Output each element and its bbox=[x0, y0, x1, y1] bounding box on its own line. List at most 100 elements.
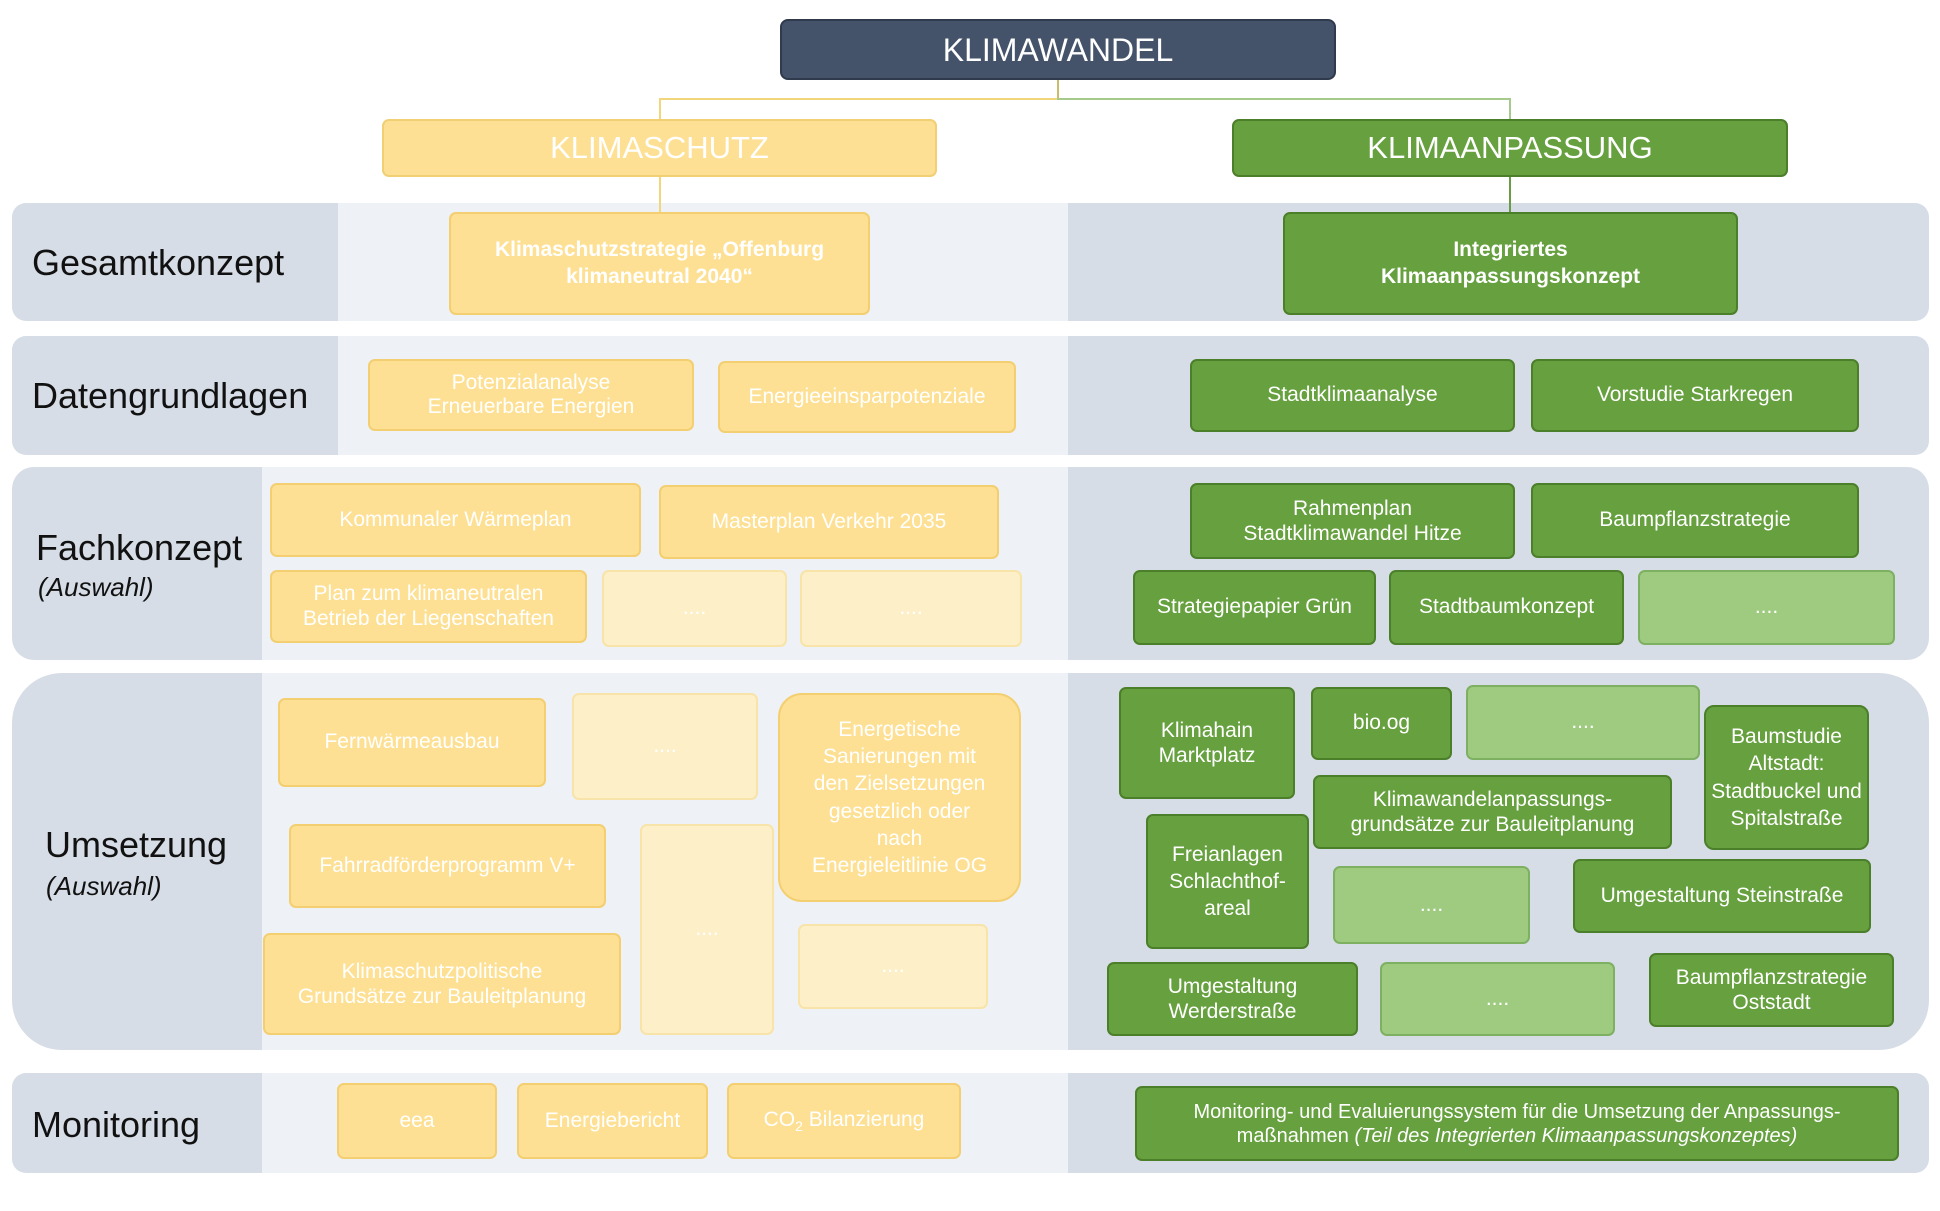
box-text: Altstadt: bbox=[1748, 752, 1825, 776]
connector-top-stem bbox=[1057, 80, 1059, 99]
header-klimaschutz: KLIMASCHUTZ bbox=[382, 119, 937, 177]
box-text: .... bbox=[1419, 892, 1444, 916]
box-text: Fahrradförderprogramm V+ bbox=[319, 853, 576, 877]
box-text: Baumstudie bbox=[1731, 724, 1842, 748]
box-text: Energetische bbox=[838, 717, 961, 741]
box-energieeinsparpotenziale: Energieeinsparpotenziale bbox=[718, 361, 1016, 433]
box-fernwaermeausbau: Fernwärmeausbau bbox=[278, 698, 546, 787]
header-klimaschutz-label: KLIMASCHUTZ bbox=[550, 129, 769, 165]
box-placeholder: .... bbox=[798, 924, 988, 1009]
box-text: Werderstraße bbox=[1168, 1000, 1297, 1023]
box-text: CO2 Bilanzierung bbox=[764, 1107, 925, 1136]
box-text: Stadtklimawandel Hitze bbox=[1243, 522, 1462, 545]
box-text: 2 bbox=[795, 1117, 803, 1134]
box-co2-bilanzierung: CO2 Bilanzierung bbox=[727, 1083, 961, 1159]
box-placeholder: .... bbox=[1380, 962, 1615, 1036]
box-text: nach bbox=[876, 826, 923, 850]
box-text: Sanierungen mit bbox=[823, 744, 976, 768]
box-text: maßnahmen bbox=[1236, 1124, 1355, 1147]
box-text: Klimaschutzpolitische bbox=[341, 959, 543, 983]
box-text: areal bbox=[1204, 897, 1251, 921]
box-text: Baumpflanzstrategie bbox=[1675, 965, 1868, 989]
box-text: Umgestaltung bbox=[1167, 974, 1298, 998]
box-text: Strategiepapier Grün bbox=[1157, 595, 1352, 619]
box-text: Klimawandelanpassungs- bbox=[1372, 787, 1613, 811]
box-text: .... bbox=[1571, 710, 1595, 734]
box-text: den Zielsetzungen bbox=[813, 772, 986, 796]
box-text: Klimaanpassungskonzept bbox=[1380, 264, 1641, 288]
box-text: Stadtklimaanalyse bbox=[1267, 383, 1438, 407]
box-text: Grundsätze zur Bauleitplanung bbox=[297, 985, 587, 1008]
connector-left-drop bbox=[659, 98, 661, 119]
box-placeholder: .... bbox=[1638, 570, 1895, 645]
box-umgestaltung-steinstrasse: Umgestaltung Steinstraße bbox=[1573, 859, 1871, 933]
header-klimaanpassung-label: KLIMAANPASSUNG bbox=[1367, 129, 1653, 165]
box-eea: eea bbox=[337, 1083, 497, 1159]
box-text: Plan zum klimaneutralen bbox=[313, 582, 544, 606]
box-bio-og: bio.og bbox=[1311, 687, 1452, 760]
box-strategiepapier-gruen: Strategiepapier Grün bbox=[1133, 570, 1376, 645]
box-text: Energiebericht bbox=[544, 1108, 681, 1132]
box-energiebericht: Energiebericht bbox=[517, 1083, 708, 1159]
box-text: .... bbox=[653, 734, 677, 758]
box-text: Integriertes bbox=[1453, 238, 1568, 262]
box-text: Betrieb der Liegenschaften bbox=[302, 606, 554, 630]
box-text: bio.og bbox=[1352, 711, 1411, 735]
row-label-gesamtkonzept: Gesamtkonzept bbox=[32, 242, 285, 283]
box-text: .... bbox=[695, 917, 719, 941]
box-text: gesetzlich oder bbox=[828, 799, 971, 823]
connector-right-drop bbox=[1509, 98, 1511, 119]
box-text: Bilanzierung bbox=[802, 1107, 925, 1131]
box-text: Marktplatz bbox=[1158, 744, 1256, 767]
box-kommunaler-waermeplan: Kommunaler Wärmeplan bbox=[270, 483, 641, 557]
box-text: Umgestaltung Steinstraße bbox=[1600, 883, 1844, 907]
box-text: .... bbox=[881, 954, 905, 978]
header-klimawandel-label: KLIMAWANDEL bbox=[942, 31, 1174, 68]
header-klimaanpassung: KLIMAANPASSUNG bbox=[1232, 119, 1788, 177]
box-baumpflanzstrategie: Baumpflanzstrategie bbox=[1531, 483, 1859, 558]
box-text: Kommunaler Wärmeplan bbox=[339, 507, 572, 531]
box-text: grundsätze zur Bauleitplanung bbox=[1350, 813, 1635, 836]
box-klimawandelanpassungsgrundsaetze: Klimawandelanpassungs-grundsätze zur Bau… bbox=[1313, 775, 1672, 849]
box-text: .... bbox=[1485, 986, 1510, 1010]
box-baumstudie-altstadt: Baumstudie Altstadt: Stadtbuckel und Spi… bbox=[1704, 705, 1869, 850]
box-placeholder: .... bbox=[1466, 685, 1700, 760]
header-klimawandel: KLIMAWANDEL bbox=[780, 19, 1336, 80]
box-text: Stadtbaumkonzept bbox=[1418, 595, 1595, 619]
connector-left-horizontal bbox=[659, 98, 1059, 100]
box-text: .... bbox=[682, 596, 707, 620]
box-text: Masterplan Verkehr 2035 bbox=[711, 509, 947, 533]
box-text: Oststadt bbox=[1732, 991, 1811, 1014]
box-text: klimaneutral 2040“ bbox=[566, 264, 753, 288]
row-sublabel-umsetzung: (Auswahl) bbox=[46, 871, 162, 901]
box-monitoring-evaluierungssystem: Monitoring- und Evaluierungssystem für d… bbox=[1135, 1086, 1899, 1161]
box-text: Stadtbuckel und bbox=[1711, 779, 1862, 803]
box-text: Spitalstraße bbox=[1730, 806, 1843, 830]
box-text: Schlachthof- bbox=[1169, 869, 1286, 893]
box-stadtbaumkonzept: Stadtbaumkonzept bbox=[1389, 570, 1624, 645]
box-text: eea bbox=[399, 1108, 435, 1132]
connector-left-down bbox=[659, 177, 661, 213]
box-placeholder: .... bbox=[572, 693, 758, 800]
connector-right-horizontal bbox=[1057, 98, 1511, 100]
row-label-fachkonzept: Fachkonzept bbox=[36, 527, 243, 568]
box-text: Vorstudie Starkregen bbox=[1596, 383, 1794, 407]
box-text: Monitoring- und Evaluierungssystem für d… bbox=[1193, 1100, 1841, 1123]
row-label-monitoring: Monitoring bbox=[32, 1104, 201, 1145]
box-placeholder: .... bbox=[640, 824, 774, 1035]
box-text: .... bbox=[1754, 595, 1779, 619]
box-text: Klimahain bbox=[1160, 718, 1254, 742]
box-text: (Teil des Integrierten Klimaanpassungsko… bbox=[1354, 1124, 1798, 1147]
box-vorstudie-starkregen: Vorstudie Starkregen bbox=[1531, 359, 1859, 432]
box-text: Energieleitlinie OG bbox=[811, 854, 988, 878]
connector-right-down bbox=[1509, 177, 1511, 213]
box-stadtklimaanalyse: Stadtklimaanalyse bbox=[1190, 359, 1515, 432]
box-text: Klimaschutzstrategie „Offenburg bbox=[494, 238, 825, 262]
